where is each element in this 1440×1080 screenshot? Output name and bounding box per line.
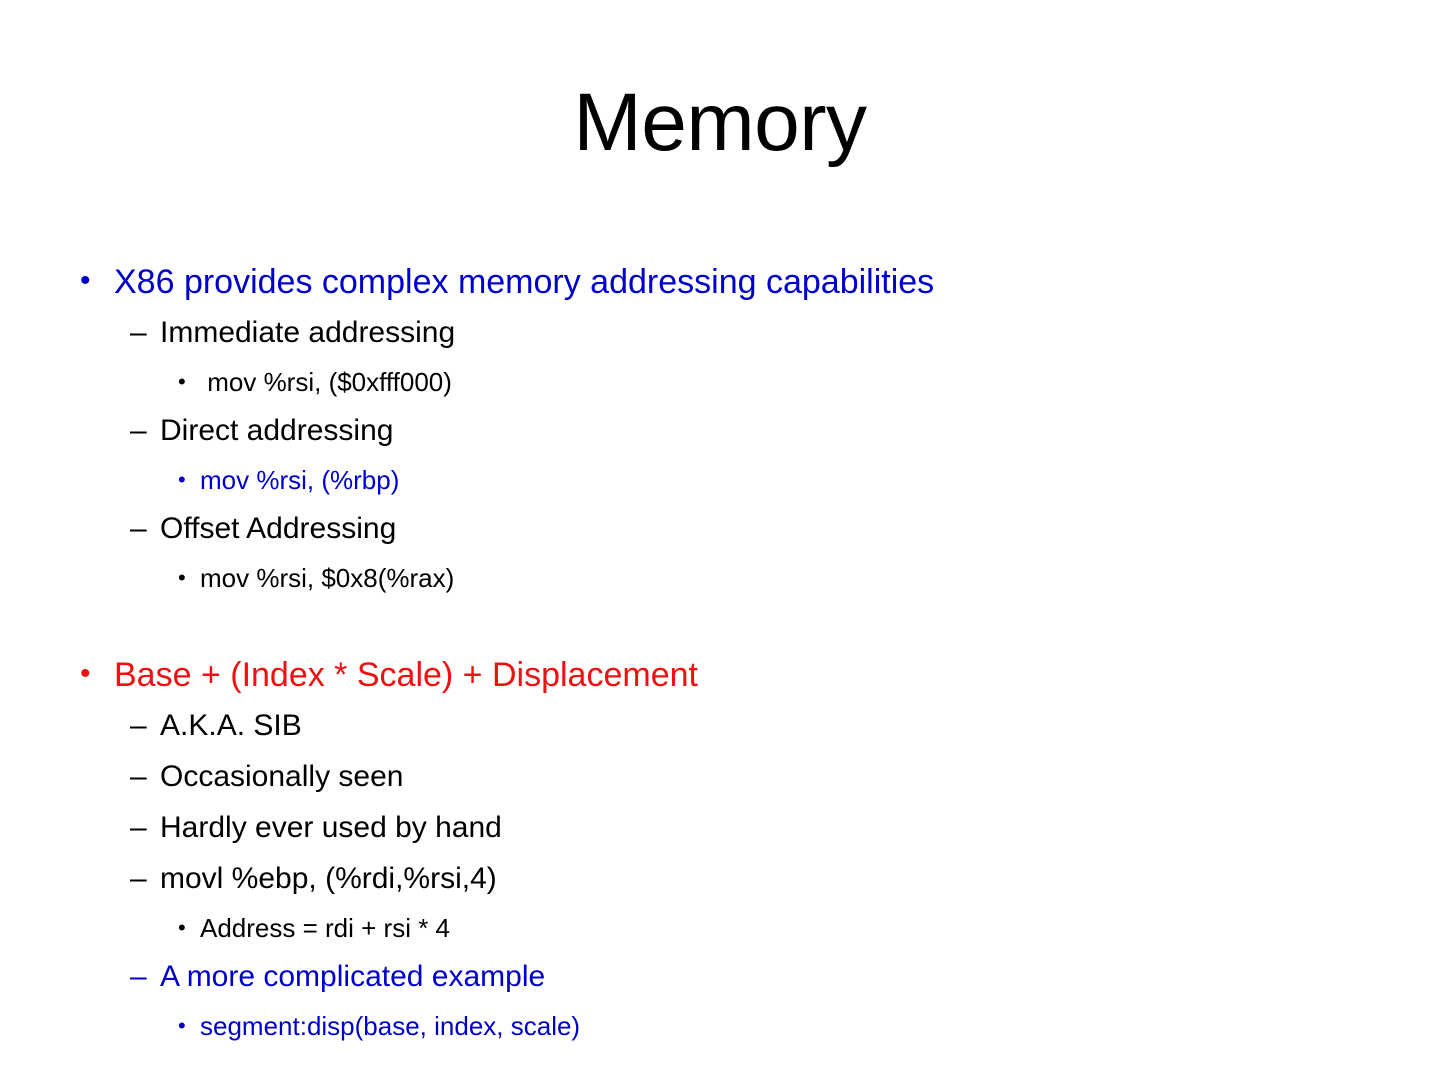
bullet-item-level-1: • Base + (Index * Scale) + Displacement — [80, 651, 1370, 699]
bullet-dot-icon: • — [80, 657, 91, 690]
page-title: Memory — [573, 77, 867, 168]
bullet-text: segment:disp(base, index, scale) — [200, 1011, 581, 1041]
bullet-dot-icon: • — [80, 264, 91, 297]
bullet-dot-icon: • — [178, 915, 186, 940]
dash-marker-icon: – — [130, 862, 147, 895]
blank-line — [80, 602, 1370, 651]
bullet-item-level-2: –movl %ebp, (%rdi,%rsi,4) — [80, 854, 1370, 904]
bullet-text: A.K.A. SIB — [160, 709, 302, 742]
bullet-text: mov %rsi, ($0xfff000) — [200, 367, 452, 397]
dash-marker-icon: – — [130, 414, 147, 447]
bullet-text: mov %rsi, (%rbp) — [200, 465, 400, 495]
bullet-dot-icon: • — [178, 565, 186, 590]
dash-marker-icon: – — [130, 316, 147, 349]
bullet-text: Base + (Index * Scale) + Displacement — [114, 656, 698, 694]
bullet-dot-icon: • — [178, 1013, 186, 1038]
dash-marker-icon: – — [130, 709, 147, 742]
bullet-item-level-2: –Occasionally seen — [80, 752, 1370, 802]
bullet-item-level-3: • mov %rsi, $0x8(%rax) — [80, 555, 1370, 601]
bullet-text: Occasionally seen — [160, 760, 404, 793]
bullet-item-level-3: • Address = rdi + rsi * 4 — [80, 905, 1370, 951]
bullet-item-level-3: • segment:disp(base, index, scale) — [80, 1003, 1370, 1049]
bullet-text: X86 provides complex memory addressing c… — [114, 263, 935, 301]
bullet-item-level-2: –Immediate addressing — [80, 308, 1370, 358]
bullet-dot-icon: • — [178, 467, 186, 492]
bullet-item-level-2: –A more complicated example — [80, 952, 1370, 1002]
bullet-text: Address = rdi + rsi * 4 — [200, 913, 450, 943]
dash-marker-icon: – — [130, 811, 147, 844]
slide-body-content: • X86 provides complex memory addressing … — [80, 258, 1370, 1050]
bullet-dot-icon: • — [178, 369, 186, 394]
dash-marker-icon: – — [130, 760, 147, 793]
dash-marker-icon: – — [130, 960, 147, 993]
bullet-item-level-3: • mov %rsi, (%rbp) — [80, 457, 1370, 503]
bullet-item-level-2: –Direct addressing — [80, 406, 1370, 456]
bullet-item-level-2: –Offset Addressing — [80, 504, 1370, 554]
bullet-text: movl %ebp, (%rdi,%rsi,4) — [160, 862, 497, 895]
bullet-item-level-2: –A.K.A. SIB — [80, 701, 1370, 751]
bullet-text: A more complicated example — [160, 960, 546, 993]
bullet-text: Immediate addressing — [160, 316, 456, 349]
bullet-text: mov %rsi, $0x8(%rax) — [200, 563, 455, 593]
bullet-item-level-3: • mov %rsi, ($0xfff000) — [80, 359, 1370, 405]
bullet-text: Hardly ever used by hand — [160, 811, 502, 844]
dash-marker-icon: – — [130, 512, 147, 545]
bullet-text: Offset Addressing — [160, 512, 397, 545]
bullet-item-level-2: –Hardly ever used by hand — [80, 803, 1370, 853]
bullet-item-level-1: • X86 provides complex memory addressing … — [80, 258, 1370, 306]
bullet-text: Direct addressing — [160, 414, 394, 447]
